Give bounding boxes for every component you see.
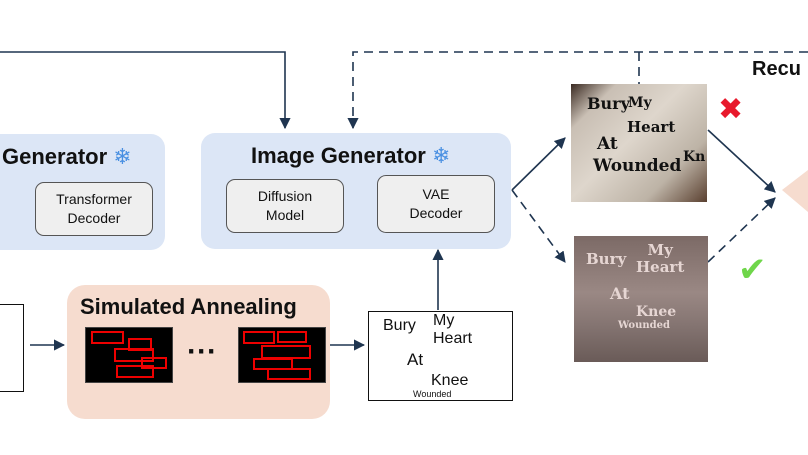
layout-word: At bbox=[407, 350, 424, 369]
recursive-label: Recu bbox=[752, 58, 801, 80]
image-word: My Heart bbox=[636, 241, 685, 277]
layout-rect bbox=[116, 365, 154, 378]
vae-decoder-box: VAE Decoder bbox=[377, 175, 495, 233]
layout-rect bbox=[114, 348, 154, 362]
layout-thumbnail bbox=[238, 327, 326, 383]
output-shape bbox=[782, 170, 808, 212]
layout-word: Knee bbox=[431, 372, 469, 389]
layout-word: My Heart bbox=[433, 312, 473, 347]
layout-thumbnail bbox=[85, 327, 173, 383]
branch-down-arrow bbox=[511, 189, 566, 263]
image-word: Bury bbox=[587, 94, 630, 113]
feedback-dashed-arrow bbox=[347, 51, 808, 130]
layout-word: Wounded bbox=[413, 389, 452, 399]
annealing-title: Simulated Annealing bbox=[80, 294, 297, 319]
image-word: Kn bbox=[683, 149, 706, 165]
simulated-annealing-panel: Simulated Annealing ··· bbox=[67, 285, 330, 419]
image-generator-panel: Image Generator ❄ Diffusion Model VAE De… bbox=[201, 133, 511, 249]
layout-rect bbox=[277, 331, 307, 343]
branch-up-arrow bbox=[511, 137, 566, 191]
diffusion-model-box: Diffusion Model bbox=[226, 179, 344, 233]
generated-image-rejected: Bury My Heart At Kn Wounded bbox=[571, 84, 707, 202]
input-block bbox=[0, 304, 24, 392]
annealing-ellipsis: ··· bbox=[187, 335, 217, 368]
text-layout-box: Bury My Heart At Knee Wounded bbox=[368, 311, 513, 401]
image-word: Wounded bbox=[618, 320, 670, 331]
snowflake-icon: ❄ bbox=[113, 144, 132, 169]
layout-rect bbox=[141, 357, 167, 369]
result-a-arrow bbox=[707, 129, 776, 193]
text-generator-title: Generator ❄ bbox=[2, 144, 132, 170]
image-word: Knee bbox=[636, 304, 677, 320]
layout-word: Bury bbox=[383, 317, 416, 334]
generated-image-accepted: Bury My Heart At Knee Wounded bbox=[574, 236, 708, 362]
result-b-arrow bbox=[707, 197, 776, 263]
image-word: Wounded bbox=[593, 156, 682, 176]
feedback-solid-arrow bbox=[0, 51, 291, 130]
layout-rect bbox=[128, 338, 152, 351]
image-generator-title: Image Generator ❄ bbox=[251, 143, 450, 169]
layout-rect bbox=[267, 368, 311, 380]
image-word: At bbox=[610, 284, 630, 303]
image-word: My bbox=[628, 95, 652, 111]
layout-rect bbox=[91, 331, 124, 344]
reject-cross-icon: ✖ bbox=[718, 93, 744, 126]
image-word: At bbox=[597, 134, 618, 154]
text-generator-panel: Generator ❄ Transformer Decoder bbox=[0, 134, 165, 250]
image-word: Heart bbox=[627, 118, 676, 136]
transformer-decoder-box: Transformer Decoder bbox=[35, 182, 153, 236]
layout-rect bbox=[243, 331, 275, 344]
snowflake-icon: ❄ bbox=[431, 143, 451, 168]
accept-check-icon: ✔ bbox=[738, 251, 767, 289]
image-word: Bury bbox=[586, 250, 627, 268]
text-generator-title-text: Generator bbox=[2, 144, 108, 169]
layout-rect bbox=[261, 345, 311, 359]
image-generator-title-text: Image Generator bbox=[251, 143, 426, 168]
